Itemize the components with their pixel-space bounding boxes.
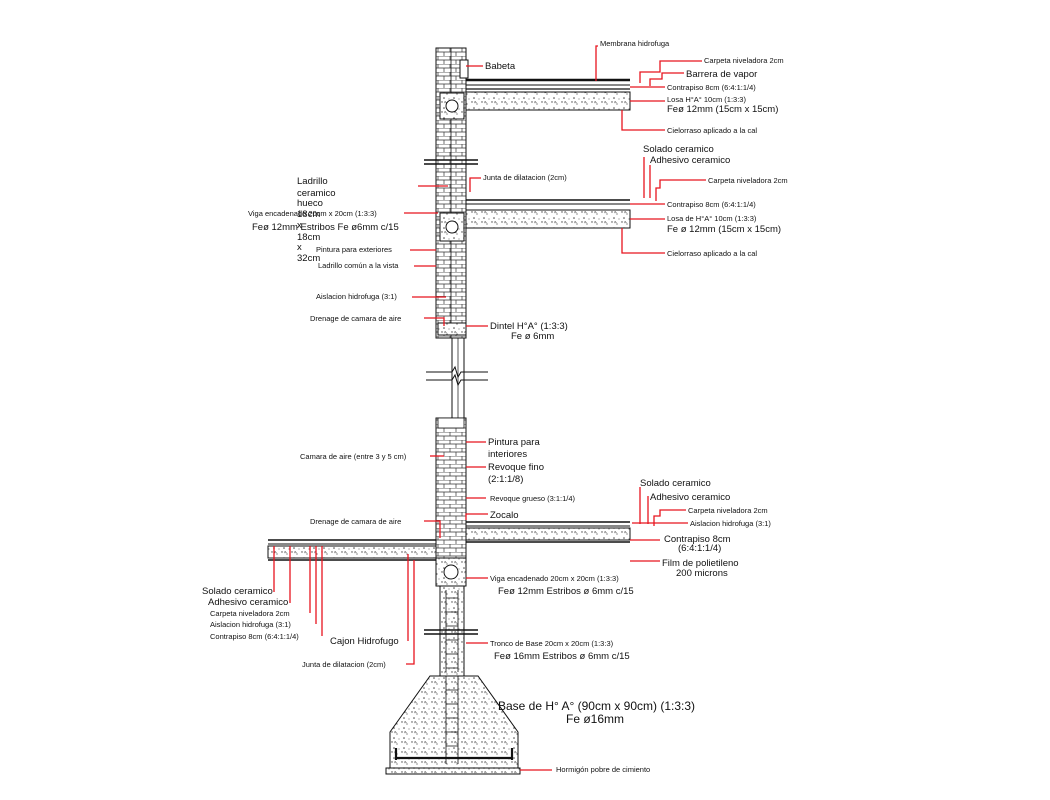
label-ladrillo-hueco-5: x bbox=[297, 220, 302, 231]
label-solado-2: Solado ceramico bbox=[640, 478, 711, 489]
label-junta-2: Junta de dilatacion (2cm) bbox=[302, 660, 386, 669]
label-contrapiso-4: Contrapiso 8cm (6:4:1:1/4) bbox=[210, 632, 299, 641]
label-tronco-b: Feø 16mm Estribos ø 6mm c/15 bbox=[494, 651, 630, 662]
label-zocalo: Zocalo bbox=[490, 510, 519, 521]
label-ladrillo-comun: Ladrillo común a la vista bbox=[318, 261, 399, 270]
label-losa-2b: Fe ø 12mm (15cm x 15cm) bbox=[667, 224, 781, 235]
label-membrana: Membrana hidrofuga bbox=[600, 39, 670, 48]
label-carpeta-2: Carpeta niveladora 2cm bbox=[708, 176, 788, 185]
label-ladrillo-hueco-1: Ladrillo bbox=[297, 176, 328, 187]
drawing bbox=[267, 47, 631, 775]
label-dintel-a: Dintel H°A° (1:3:3) bbox=[490, 321, 568, 332]
labels: Membrana hidrofuga Carpeta niveladora 2c… bbox=[202, 39, 788, 774]
label-camara: Camara de aire (entre 3 y 5 cm) bbox=[300, 452, 407, 461]
lintel bbox=[437, 322, 467, 336]
label-ladrillo-hueco-8: 32cm bbox=[297, 253, 320, 264]
label-ladrillo-hueco-4: 18cm bbox=[297, 209, 320, 220]
label-ladrillo-hueco-3: hueco bbox=[297, 198, 323, 209]
label-aislacion-1: Aislacion hidrofuga (3:1) bbox=[316, 292, 397, 301]
label-pintura-int-a: Pintura para bbox=[488, 437, 540, 448]
label-hormigon: Hormigón pobre de cimiento bbox=[556, 765, 650, 774]
label-ladrillo-hueco-7: x bbox=[297, 242, 302, 253]
label-film-a: Film de polietileno bbox=[662, 558, 739, 569]
label-viga-1b: Feø 12mm Estribos Fe ø6mm c/15 bbox=[252, 222, 399, 233]
ground-slab-right bbox=[465, 527, 631, 541]
mid-floor-slab bbox=[465, 209, 631, 229]
label-contrapiso-3b: (6:4:1:1/4) bbox=[678, 543, 721, 554]
label-losa-2a: Losa de H°A° 10cm (1:3:3) bbox=[667, 214, 757, 223]
label-revoque-grueso: Revoque grueso (3:1:1/4) bbox=[490, 494, 576, 503]
babeta bbox=[459, 59, 469, 79]
label-adhesivo-2: Adhesivo ceramico bbox=[650, 492, 730, 503]
roof-slab bbox=[465, 91, 631, 111]
label-ladrillo-hueco-2: ceramico bbox=[297, 188, 336, 199]
label-adhesivo-1: Adhesivo ceramico bbox=[650, 155, 730, 166]
label-tronco-a: Tronco de Base 20cm x 20cm (1:3:3) bbox=[490, 639, 614, 648]
label-base-a: Base de H° A° (90cm x 90cm) (1:3:3) bbox=[498, 699, 695, 713]
label-base-b: Fe ø16mm bbox=[566, 712, 624, 726]
label-cielorraso-1: Cielorraso aplicado a la cal bbox=[667, 126, 757, 135]
label-contrapiso-1: Contrapiso 8cm (6:4:1:1/4) bbox=[667, 83, 756, 92]
label-losa-1a: Losa H°A° 10cm (1:3:3) bbox=[667, 95, 746, 104]
label-pintura-int-b: interiores bbox=[488, 449, 527, 460]
label-aislacion-3: Aislacion hidrofuga (3:1) bbox=[210, 620, 291, 629]
label-ladrillo-hueco-6: 18cm bbox=[297, 232, 320, 243]
label-junta-1: Junta de dilatacion (2cm) bbox=[483, 173, 567, 182]
tronco bbox=[439, 585, 465, 677]
label-drenaje-1: Drenage de camara de aire bbox=[310, 314, 401, 323]
label-solado-1: Solado ceramico bbox=[643, 144, 714, 155]
label-carpeta-3: Carpeta niveladora 2cm bbox=[688, 506, 768, 515]
label-barrera: Barrera de vapor bbox=[686, 69, 757, 80]
label-cielorraso-2: Cielorraso aplicado a la cal bbox=[667, 249, 757, 258]
label-pintura-ext: Pintura para exteriores bbox=[316, 245, 392, 254]
label-aislacion-2: Aislacion hidrofuga (3:1) bbox=[690, 519, 771, 528]
label-viga-2b: Feø 12mm Estribos ø 6mm c/15 bbox=[498, 586, 634, 597]
label-cajon: Cajon Hidrofugo bbox=[330, 636, 399, 647]
label-contrapiso-2: Contrapiso 8cm (6:4:1:1/4) bbox=[667, 200, 756, 209]
label-drenaje-2: Drenage de camara de aire bbox=[310, 517, 401, 526]
label-contrapiso-3a: Contrapiso 8cm bbox=[664, 534, 731, 545]
lower-wall bbox=[435, 417, 467, 561]
label-film-b: 200 microns bbox=[676, 568, 728, 579]
lean-concrete bbox=[385, 767, 521, 775]
label-viga-2a: Viga encadenado 20cm x 20cm (1:3:3) bbox=[490, 574, 619, 583]
label-viga-1a: Viga encadenado 20cm x 20cm (1:3:3) bbox=[248, 209, 377, 218]
label-solado-3: Solado ceramico bbox=[202, 586, 273, 597]
label-carpeta-4: Carpeta niveladora 2cm bbox=[210, 609, 290, 618]
label-revoque-fino-a: Revoque fino bbox=[488, 462, 544, 473]
label-revoque-fino-b: (2:1:1/8) bbox=[488, 474, 523, 485]
label-carpeta-1: Carpeta niveladora 2cm bbox=[704, 56, 784, 65]
label-babeta: Babeta bbox=[485, 61, 516, 72]
leader-lines bbox=[273, 45, 706, 771]
ground-slab-left bbox=[267, 545, 437, 559]
label-losa-1b: Feø 12mm (15cm x 15cm) bbox=[667, 104, 778, 115]
label-adhesivo-3: Adhesivo ceramico bbox=[208, 597, 288, 608]
label-dintel-b: Fe ø 6mm bbox=[511, 331, 554, 342]
